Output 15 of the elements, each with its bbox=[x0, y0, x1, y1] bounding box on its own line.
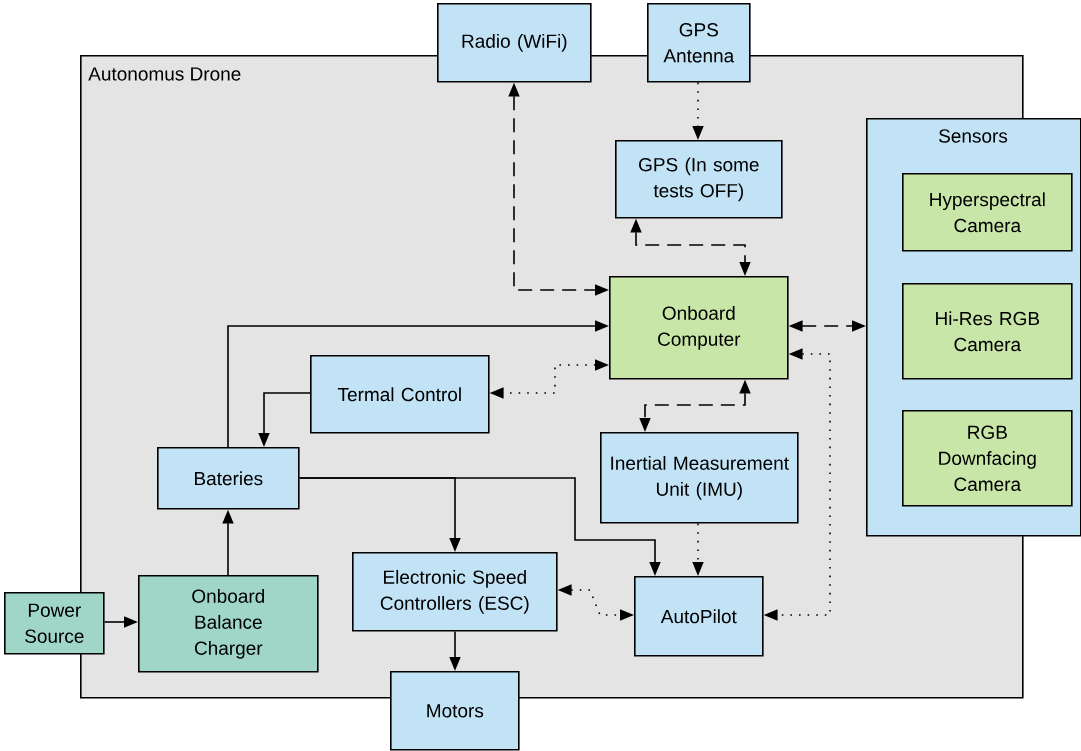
component-box: Inertial Measurement Unit (IMU) bbox=[600, 432, 799, 524]
component-box: Hi-Res RGB Camera bbox=[902, 283, 1073, 380]
component-box: Hyperspectral Camera bbox=[902, 173, 1073, 252]
component-box: RGB Downfacing Camera bbox=[902, 410, 1073, 507]
component-box: Radio (WiFi) bbox=[437, 3, 592, 83]
component-box: GPS Antenna bbox=[647, 3, 751, 83]
component-box: Onboard Computer bbox=[609, 276, 789, 380]
component-box: Motors bbox=[390, 671, 520, 751]
component-box: Electronic Speed Controllers (ESC) bbox=[352, 552, 558, 632]
component-box: Bateries bbox=[157, 447, 300, 510]
component-box: Onboard Balance Charger bbox=[138, 575, 319, 673]
component-box: GPS (In some tests OFF) bbox=[615, 140, 783, 219]
component-box: Termal Control bbox=[310, 355, 490, 434]
component-box: AutoPilot bbox=[634, 576, 764, 657]
component-box: Power Source bbox=[4, 592, 105, 655]
